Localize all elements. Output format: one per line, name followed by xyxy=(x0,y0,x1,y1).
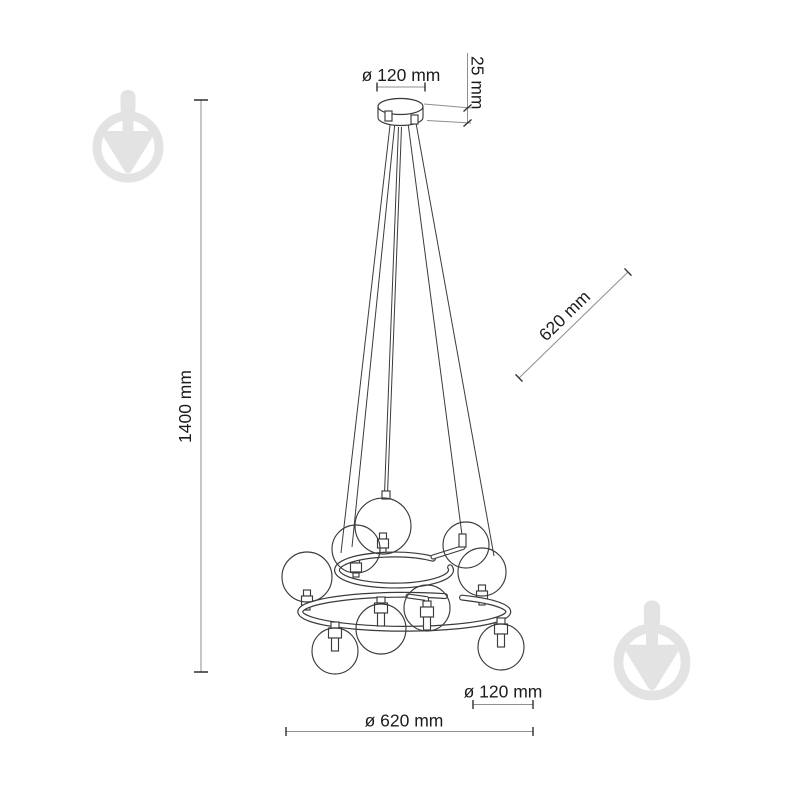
diagonal-span-label: 620 mm xyxy=(535,286,594,344)
upper-ring-arm-core xyxy=(431,546,465,559)
body-diameter-label: ø 620 mm xyxy=(365,711,444,731)
watermark-trowel-logo-icon xyxy=(619,600,686,695)
dimension-canopy-diameter: ø 120 mm xyxy=(362,65,441,92)
glass-globe xyxy=(457,547,507,597)
upper-ring-tube-core xyxy=(335,552,453,588)
lamp-socket xyxy=(327,621,343,652)
dimension-diagonal-span: 620 mm xyxy=(515,267,632,383)
dimension-canopy-height: 25 mm xyxy=(423,53,488,128)
globe-diameter-label: ø 120 mm xyxy=(464,682,543,702)
glass-globe xyxy=(442,521,490,569)
canopy-cable-grip xyxy=(384,110,393,122)
cable-right-inner xyxy=(407,122,463,536)
dimension-ticks xyxy=(285,727,534,736)
lower-ring-tube-core xyxy=(298,592,511,631)
watermark-trowel-logo-icon xyxy=(97,90,159,178)
dimension-body-diameter: ø 620 mm xyxy=(285,711,534,736)
glass-globe xyxy=(355,603,407,655)
dimension-overall-height: 1400 mm xyxy=(175,99,208,673)
dimension-ticks xyxy=(463,103,472,128)
dimension-ticks xyxy=(376,82,426,92)
glass-globe xyxy=(281,551,333,603)
overall-height-label: 1400 mm xyxy=(175,370,195,443)
lamp-socket xyxy=(458,533,467,548)
extension-lines xyxy=(423,103,472,124)
glass-globe xyxy=(311,627,359,675)
suspension-cables xyxy=(340,120,495,557)
lamp-socket xyxy=(373,596,389,627)
upper-ring-assembly xyxy=(331,497,490,589)
center-rod-edge xyxy=(384,126,399,495)
dimension-ticks xyxy=(194,99,208,673)
dimension-ticks xyxy=(515,267,632,383)
dimension-line xyxy=(518,271,629,379)
dimension-globe-diameter: ø 120 mm xyxy=(464,682,543,709)
canopy-height-label: 25 mm xyxy=(468,56,488,109)
center-rod-edge xyxy=(387,126,402,495)
canopy-cable-grip xyxy=(410,114,419,125)
glass-globe xyxy=(403,584,451,632)
canopy-diameter-label: ø 120 mm xyxy=(362,65,441,85)
lamp-socket xyxy=(493,617,509,648)
rod-ferrule xyxy=(381,490,391,500)
glass-globe xyxy=(354,497,412,555)
dimension-ticks xyxy=(472,700,534,709)
cable-left-inner xyxy=(351,121,396,548)
cable-left-outer xyxy=(340,120,391,554)
glass-globe xyxy=(477,623,525,671)
lower-ring-assembly xyxy=(281,547,525,675)
glass-globe xyxy=(331,524,381,574)
ceiling-canopy xyxy=(377,97,424,127)
cable-right-outer xyxy=(415,122,495,557)
